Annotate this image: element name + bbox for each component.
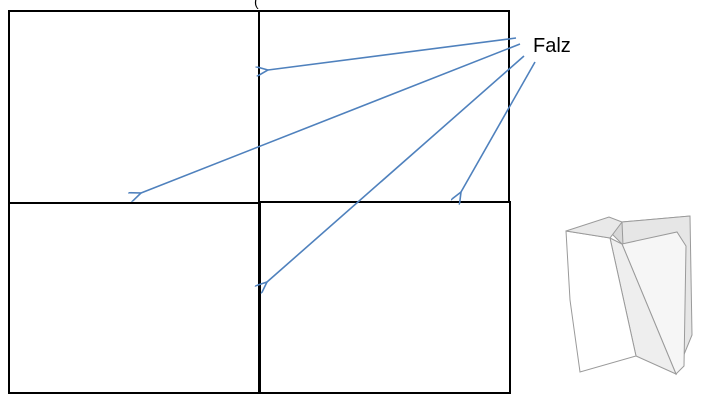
- fold-arrow-4: [461, 61, 536, 192]
- fold-arrow-1: [268, 37, 517, 70]
- panel-bottom-left: [8, 202, 260, 394]
- clipped-top-text: (: [254, 0, 259, 9]
- fold-label: Falz: [533, 35, 571, 57]
- fold-arrow-3: [267, 55, 525, 282]
- fold-arrow-2: [141, 43, 521, 193]
- panel-bottom-right: [259, 201, 511, 394]
- panel-top-left: [8, 10, 260, 205]
- folded-leaflet-icon: [565, 215, 693, 376]
